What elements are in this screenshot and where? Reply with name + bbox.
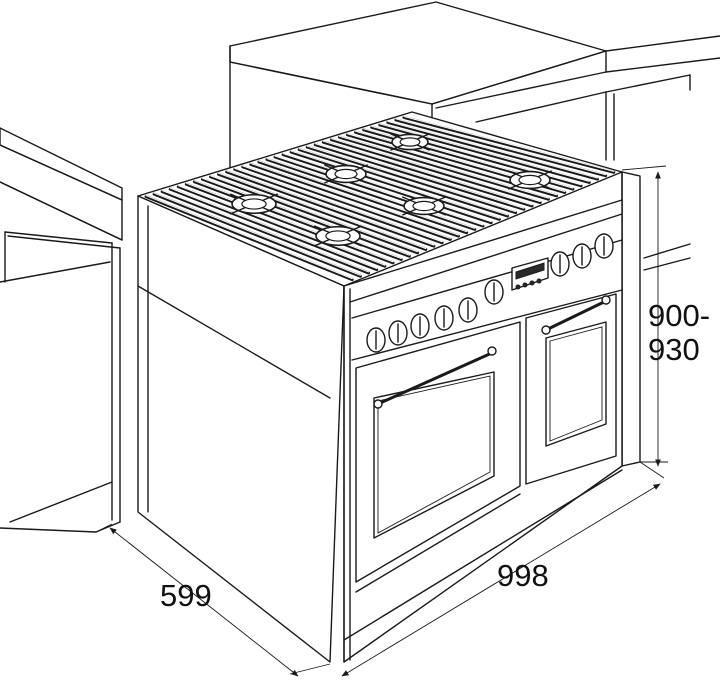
- width-dimension-label: 998: [497, 558, 549, 593]
- secondary-oven: [525, 293, 617, 485]
- height-dimension-label-line2: 930: [648, 332, 700, 367]
- left-cabinet: [0, 127, 123, 533]
- gas-burners: [229, 133, 552, 247]
- range-cooker: [137, 111, 641, 663]
- height-dimension-label-line1: 900-: [648, 298, 711, 333]
- control-knobs: [366, 233, 614, 353]
- depth-dimension-label: 599: [160, 578, 212, 613]
- rear-cabinets: [229, 1, 720, 271]
- timer-display: [511, 257, 549, 291]
- dimension-lines: [95, 165, 668, 677]
